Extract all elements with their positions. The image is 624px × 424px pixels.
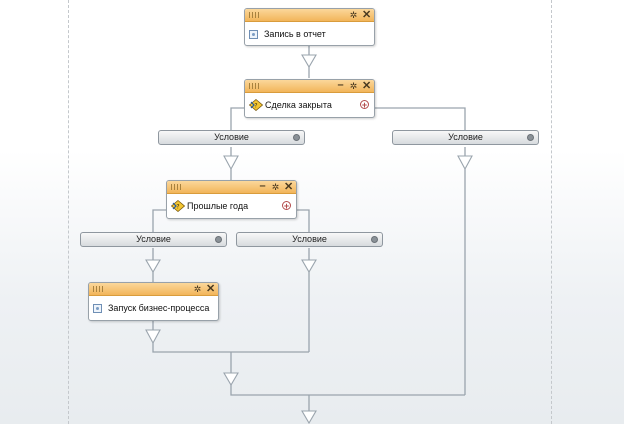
grip-icon[interactable] (249, 12, 260, 18)
activity-icon (93, 303, 102, 313)
block-title: Прошлые года (187, 201, 249, 211)
activity-block-start-business-process[interactable]: ✲ ✕ Запуск бизнес-процесса (88, 282, 219, 321)
flow-arrow (301, 54, 317, 69)
gear-icon[interactable] (215, 236, 222, 243)
gear-icon[interactable]: ✲ (193, 283, 202, 294)
plus-icon[interactable]: + (360, 100, 369, 110)
activity-block-report-entry[interactable]: ✲ ✕ Запись в отчет (244, 8, 375, 46)
close-icon[interactable]: ✕ (362, 79, 372, 92)
close-icon[interactable]: ✕ (206, 282, 216, 295)
condition-icon: ? (249, 99, 263, 111)
condition-branch[interactable]: Условие (236, 232, 383, 247)
block-title: Запись в отчет (264, 29, 326, 39)
svg-text:?: ? (254, 103, 257, 110)
grip-icon[interactable] (93, 286, 104, 292)
flow-arrow (223, 372, 239, 387)
gear-icon[interactable]: ✲ (349, 80, 358, 91)
condition-branch[interactable]: Условие (392, 130, 539, 145)
activity-icon (249, 29, 258, 39)
condition-branch[interactable]: Условие (158, 130, 305, 145)
block-header[interactable]: ✲ ✕ (89, 283, 218, 296)
flow-arrow (301, 259, 317, 274)
condition-label: Условие (136, 234, 171, 244)
condition-branch[interactable]: Условие (80, 232, 227, 247)
minimize-icon[interactable]: – (259, 179, 266, 192)
condition-block-deal-closed[interactable]: – ✲ ✕ ? Сделка закрыта + (244, 79, 375, 118)
plus-icon[interactable]: + (282, 201, 291, 211)
block-header[interactable]: ✲ ✕ (245, 9, 374, 22)
grip-icon[interactable] (249, 83, 260, 89)
condition-block-past-years[interactable]: – ✲ ✕ ? Прошлые года + (166, 180, 297, 219)
condition-label: Условие (448, 132, 483, 142)
flow-arrow (223, 155, 239, 171)
condition-icon: ? (171, 200, 185, 212)
condition-label: Условие (214, 132, 249, 142)
grip-icon[interactable] (171, 184, 182, 190)
close-icon[interactable]: ✕ (362, 8, 372, 21)
gear-icon[interactable]: ✲ (271, 181, 280, 192)
svg-text:?: ? (176, 204, 179, 211)
block-title: Запуск бизнес-процесса (108, 303, 210, 313)
flow-arrow (145, 259, 161, 274)
block-header[interactable]: – ✲ ✕ (167, 179, 296, 194)
block-title: Сделка закрыта (265, 100, 332, 110)
flow-arrow (145, 329, 161, 345)
gear-icon[interactable]: ✲ (349, 9, 358, 20)
canvas-guide-right (551, 0, 552, 424)
canvas-guide-left (68, 0, 69, 424)
condition-label: Условие (292, 234, 327, 244)
flow-arrow (457, 155, 473, 171)
minimize-icon[interactable]: – (337, 78, 344, 91)
gear-icon[interactable] (371, 236, 378, 243)
flow-arrow (301, 410, 317, 424)
gear-icon[interactable] (527, 134, 534, 141)
block-header[interactable]: – ✲ ✕ (245, 78, 374, 93)
gear-icon[interactable] (293, 134, 300, 141)
close-icon[interactable]: ✕ (284, 180, 294, 193)
